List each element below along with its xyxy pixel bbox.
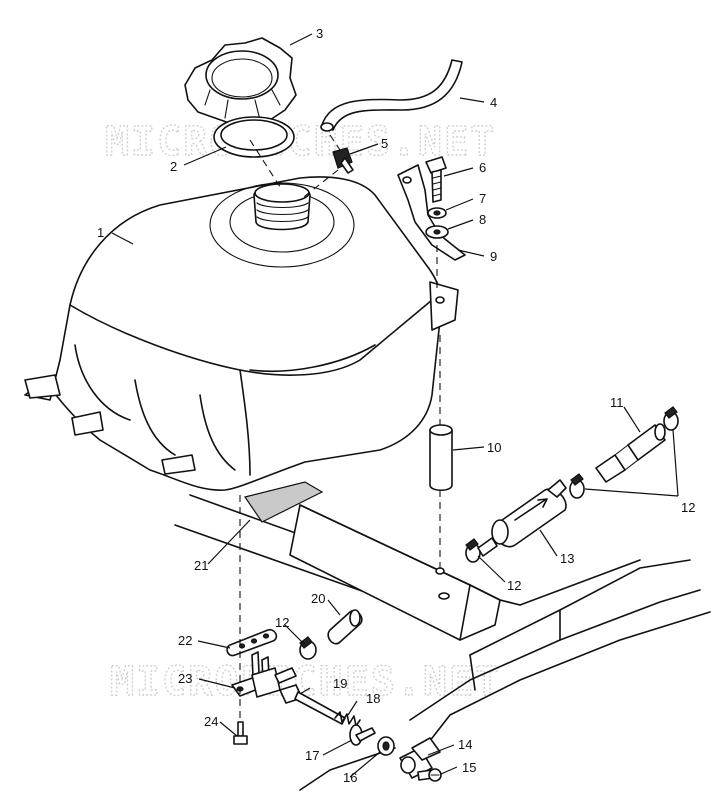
callout-6: 6 [479,160,486,175]
callout-15: 15 [462,760,476,775]
tank-tab-front [161,454,196,475]
callout-18: 18 [366,691,380,706]
tank-pad [244,481,324,523]
callout-8: 8 [479,212,486,227]
fuel-tank [24,176,459,491]
callout-9: 9 [490,249,497,264]
knob-screw [417,768,442,782]
hose-clamp-upper-right [663,406,679,431]
callout-1: 1 [97,225,104,240]
knob-bushing [377,736,395,756]
petcock-bolt [233,721,248,745]
fuel-line-20 [327,609,363,645]
callout-12-filter: 12 [507,578,521,593]
frame-cross-member [289,504,501,641]
petcock-knob [399,737,441,779]
vent-fitting [332,147,354,174]
cap-gasket [213,116,295,158]
tank-tab-mid [71,411,104,436]
callout-12-right: 12 [681,500,695,515]
frame-mount-hole [438,592,450,600]
tank-bolt [425,156,447,203]
callout-13: 13 [560,551,574,566]
frame-rails [174,494,711,791]
watermark-top: MICROFICHES.NET [105,119,496,165]
callout-7: 7 [479,191,486,206]
hose-clamp-petcock [299,636,317,660]
petcock-mounting-plate [226,628,278,657]
tank-mount-bracket [429,281,459,331]
callout-23: 23 [178,671,192,686]
tank-bracket [397,164,466,261]
callout-2: 2 [170,159,177,174]
petcock-shaft [279,684,346,725]
callout-labels: 1 2 3 4 5 6 7 8 9 10 11 12 12 12 13 14 1… [97,26,695,785]
vent-hose [320,59,463,132]
petcock-washer [349,724,376,746]
cap-centerline [249,139,283,191]
fuel-cap [184,37,297,129]
hose-clamp-filter [465,538,481,563]
callout-19: 19 [333,676,347,691]
callout-5: 5 [381,136,388,151]
callout-4: 4 [490,95,497,110]
bolt-centerline [436,245,441,570]
vent-centerline [299,134,341,201]
fuel-line-11 [595,423,666,483]
fuel-petcock [231,651,297,698]
callout-16: 16 [343,770,357,785]
callout-24: 24 [204,714,218,729]
callout-21: 21 [194,558,208,573]
fuel-filter [477,479,567,557]
callout-22: 22 [178,633,192,648]
callout-10: 10 [487,440,501,455]
callout-12-petcock: 12 [275,615,289,630]
callout-11: 11 [610,395,624,410]
callout-14: 14 [458,737,472,752]
hose-clamp-mid-right [569,473,585,499]
callout-leaders [111,33,679,778]
callout-20: 20 [311,591,325,606]
callout-3: 3 [316,26,323,41]
spacer-sleeve [429,424,453,492]
tank-tab-left [24,374,61,399]
callout-17: 17 [305,748,319,763]
